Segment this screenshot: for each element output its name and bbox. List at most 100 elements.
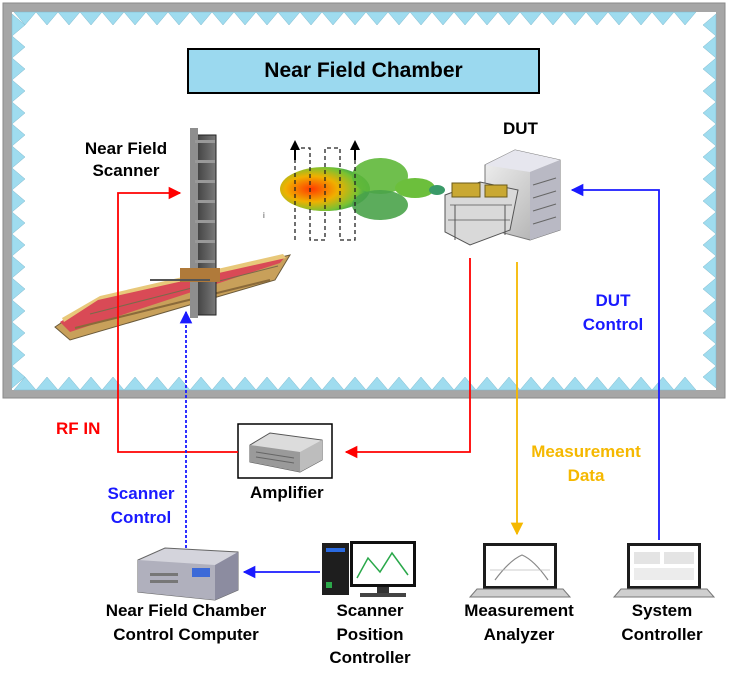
antenna-pattern-icon: i bbox=[263, 140, 445, 241]
absorber-cone bbox=[11, 255, 26, 279]
scanner-control-label-line2: Control bbox=[110, 508, 172, 527]
absorber-cone bbox=[101, 11, 125, 26]
absorber-cone bbox=[702, 277, 717, 301]
spc-label-line2: Position bbox=[336, 625, 404, 644]
absorber-cone bbox=[189, 376, 213, 391]
absorber-cone bbox=[79, 376, 103, 391]
absorber-cone bbox=[475, 11, 499, 26]
rf-out-line bbox=[344, 258, 471, 459]
absorber-cone bbox=[409, 11, 433, 26]
scanner-label-line2: Scanner bbox=[92, 161, 160, 180]
scanner-control-label-line1: Scanner bbox=[107, 484, 175, 503]
absorber-cone bbox=[11, 321, 26, 345]
connection-lines bbox=[117, 183, 660, 579]
dut-control-label-line2: Control bbox=[582, 315, 644, 334]
absorber-cone bbox=[233, 11, 257, 26]
absorber-cone bbox=[629, 376, 653, 391]
near-field-scanner-icon bbox=[54, 128, 292, 341]
absorber-cone bbox=[702, 101, 717, 125]
absorber-cone bbox=[702, 145, 717, 169]
spc-label-line1: Scanner bbox=[336, 601, 404, 620]
absorber-cone bbox=[277, 11, 301, 26]
absorber-cone bbox=[702, 233, 717, 257]
spc-label-line3: Controller bbox=[329, 648, 411, 667]
absorber-cone bbox=[563, 376, 587, 391]
analyzer-label-line2: Analyzer bbox=[483, 625, 555, 644]
absorber-cone bbox=[189, 11, 213, 26]
system-label-line2: Controller bbox=[621, 625, 703, 644]
absorber-cone bbox=[387, 11, 411, 26]
absorber-cone bbox=[343, 11, 367, 26]
amplifier-label: Amplifier bbox=[250, 483, 324, 502]
laptop-controller-icon bbox=[612, 543, 716, 598]
absorber-cone bbox=[702, 35, 717, 59]
absorber-cone bbox=[365, 11, 389, 26]
absorber-cone bbox=[57, 11, 81, 26]
absorber-cone bbox=[673, 11, 697, 26]
absorber-cone bbox=[255, 376, 279, 391]
absorber-cone bbox=[11, 13, 26, 37]
absorber-cone bbox=[365, 376, 389, 391]
absorber-cone bbox=[277, 376, 301, 391]
measurement-data-label-line2: Data bbox=[567, 466, 605, 485]
absorber-cone bbox=[11, 211, 26, 235]
absorber-cone bbox=[409, 376, 433, 391]
absorber-cone bbox=[519, 11, 543, 26]
absorber-cone bbox=[123, 11, 147, 26]
absorber-cone bbox=[11, 343, 26, 367]
nfc-computer-label-line1: Near Field Chamber bbox=[105, 601, 267, 620]
desktop-pc-icon bbox=[322, 541, 416, 597]
absorber-cone bbox=[11, 145, 26, 169]
absorber-cone bbox=[11, 79, 26, 103]
absorber-cone bbox=[453, 11, 477, 26]
chamber-title-box: Near Field Chamber bbox=[187, 48, 540, 94]
absorber-cone bbox=[541, 11, 565, 26]
dut-rack-icon bbox=[444, 149, 561, 246]
dut-control-line bbox=[570, 183, 660, 540]
absorber-cone bbox=[11, 365, 26, 389]
absorber-cone bbox=[11, 123, 26, 147]
absorber-cone bbox=[11, 35, 26, 59]
system-label-line1: System bbox=[631, 601, 693, 620]
scanner-label-line1: Near Field bbox=[84, 139, 168, 158]
svg-text:i: i bbox=[263, 211, 265, 220]
absorber-cone bbox=[13, 376, 37, 391]
absorber-cone bbox=[233, 376, 257, 391]
absorber-cone bbox=[673, 376, 697, 391]
nfc-computer-label-line2: Control Computer bbox=[113, 625, 259, 644]
absorber-cone bbox=[35, 376, 59, 391]
absorber-cone bbox=[57, 376, 81, 391]
absorber-cone bbox=[11, 167, 26, 191]
absorber-cone bbox=[431, 11, 455, 26]
absorber-cone bbox=[321, 376, 345, 391]
absorber-cone bbox=[79, 11, 103, 26]
absorber-cone bbox=[35, 11, 59, 26]
absorber-cone bbox=[702, 299, 717, 323]
absorber-cone bbox=[702, 255, 717, 279]
absorber-cone bbox=[607, 11, 631, 26]
absorber-cone bbox=[431, 376, 455, 391]
absorber-cone bbox=[11, 57, 26, 81]
absorber-cones bbox=[11, 11, 717, 391]
absorber-cone bbox=[321, 11, 345, 26]
absorber-cone bbox=[702, 211, 717, 235]
absorber-cone bbox=[123, 376, 147, 391]
absorber-cone bbox=[497, 11, 521, 26]
chamber-title: Near Field Chamber bbox=[264, 59, 463, 82]
laptop-analyzer-icon bbox=[468, 543, 572, 598]
absorber-cone bbox=[255, 11, 279, 26]
absorber-cone bbox=[541, 376, 565, 391]
absorber-cone bbox=[629, 11, 653, 26]
absorber-cone bbox=[702, 13, 717, 37]
absorber-cone bbox=[11, 233, 26, 257]
absorber-cone bbox=[145, 11, 169, 26]
absorber-cone bbox=[702, 189, 717, 213]
absorber-cone bbox=[607, 376, 631, 391]
absorber-cone bbox=[343, 376, 367, 391]
analyzer-label-line1: Measurement bbox=[464, 601, 574, 620]
rf-in-line bbox=[117, 186, 238, 453]
absorber-cone bbox=[702, 343, 717, 367]
absorber-cone bbox=[651, 376, 675, 391]
absorber-cone bbox=[702, 167, 717, 191]
